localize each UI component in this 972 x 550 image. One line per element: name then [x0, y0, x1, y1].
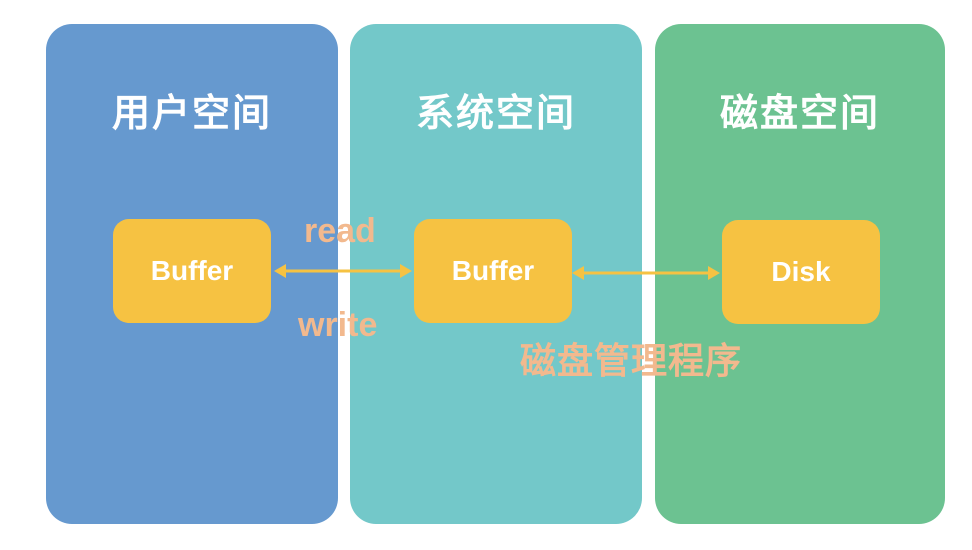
user-buffer-box: Buffer [113, 219, 271, 323]
disk-manager-label: 磁盘管理程序 [520, 341, 743, 382]
system-buffer-box: Buffer [414, 219, 572, 323]
read-label: read [304, 212, 376, 250]
arrow-system-disk [572, 266, 720, 280]
write-label: write [298, 306, 378, 344]
system-space-title: 系统空间 [415, 91, 576, 135]
arrow-user-system [274, 264, 412, 278]
user-space-title: 用户空间 [111, 91, 272, 135]
disk-space-title: 磁盘空间 [719, 91, 880, 135]
disk-box: Disk [722, 220, 880, 324]
